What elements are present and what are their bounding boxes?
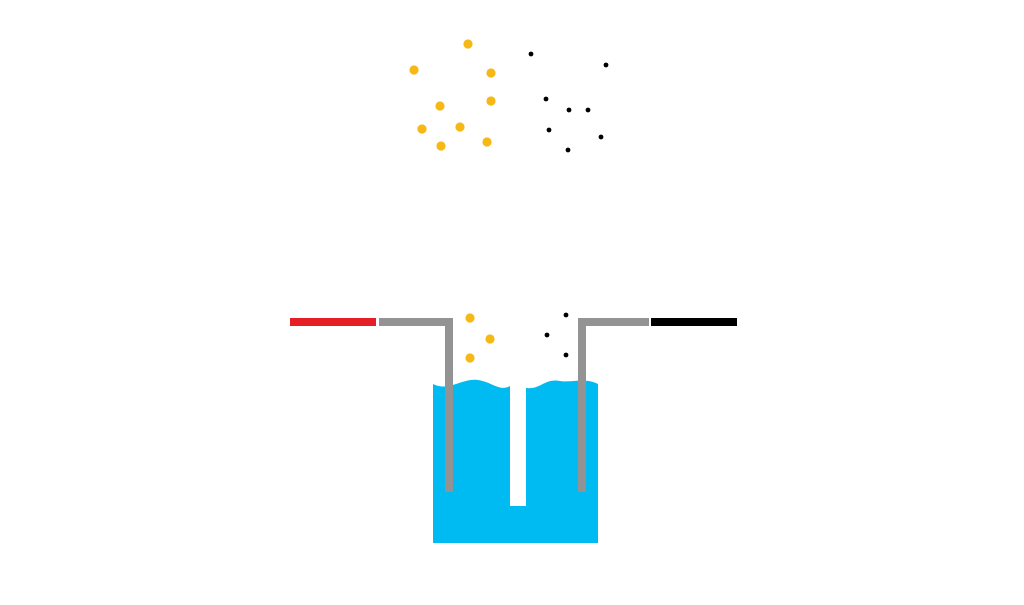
black-particle — [565, 147, 571, 153]
yellow-particle-cloud — [409, 39, 496, 151]
left-electrode — [379, 318, 453, 492]
yellow-particle — [435, 101, 445, 111]
yellow-bubble — [465, 313, 475, 323]
black-particle — [546, 127, 552, 133]
black-bubble — [563, 352, 569, 358]
water-container — [433, 379, 598, 543]
yellow-particle — [486, 96, 496, 106]
yellow-particle — [436, 141, 446, 151]
black-particle — [603, 62, 609, 68]
yellow-bubble — [465, 353, 475, 363]
black-particle — [585, 107, 591, 113]
electrode-rod — [379, 318, 453, 492]
electrode-rod — [578, 318, 649, 492]
black-particle — [528, 51, 534, 57]
yellow-particle — [482, 137, 492, 147]
yellow-particle — [409, 65, 419, 75]
black-bubble — [544, 332, 550, 338]
black-bubble — [563, 312, 569, 318]
yellow-particle — [455, 122, 465, 132]
black-particle — [543, 96, 549, 102]
black-particle — [598, 134, 604, 140]
right-electrode — [578, 318, 649, 492]
yellow-particle — [486, 68, 496, 78]
black-particle — [566, 107, 572, 113]
yellow-bubble — [485, 334, 495, 344]
black-particle-cloud — [528, 51, 609, 153]
released-gas-left — [465, 313, 495, 363]
gas-cloud — [409, 39, 609, 153]
released-gas-right — [544, 312, 569, 358]
yellow-particle — [463, 39, 473, 49]
yellow-particle — [417, 124, 427, 134]
